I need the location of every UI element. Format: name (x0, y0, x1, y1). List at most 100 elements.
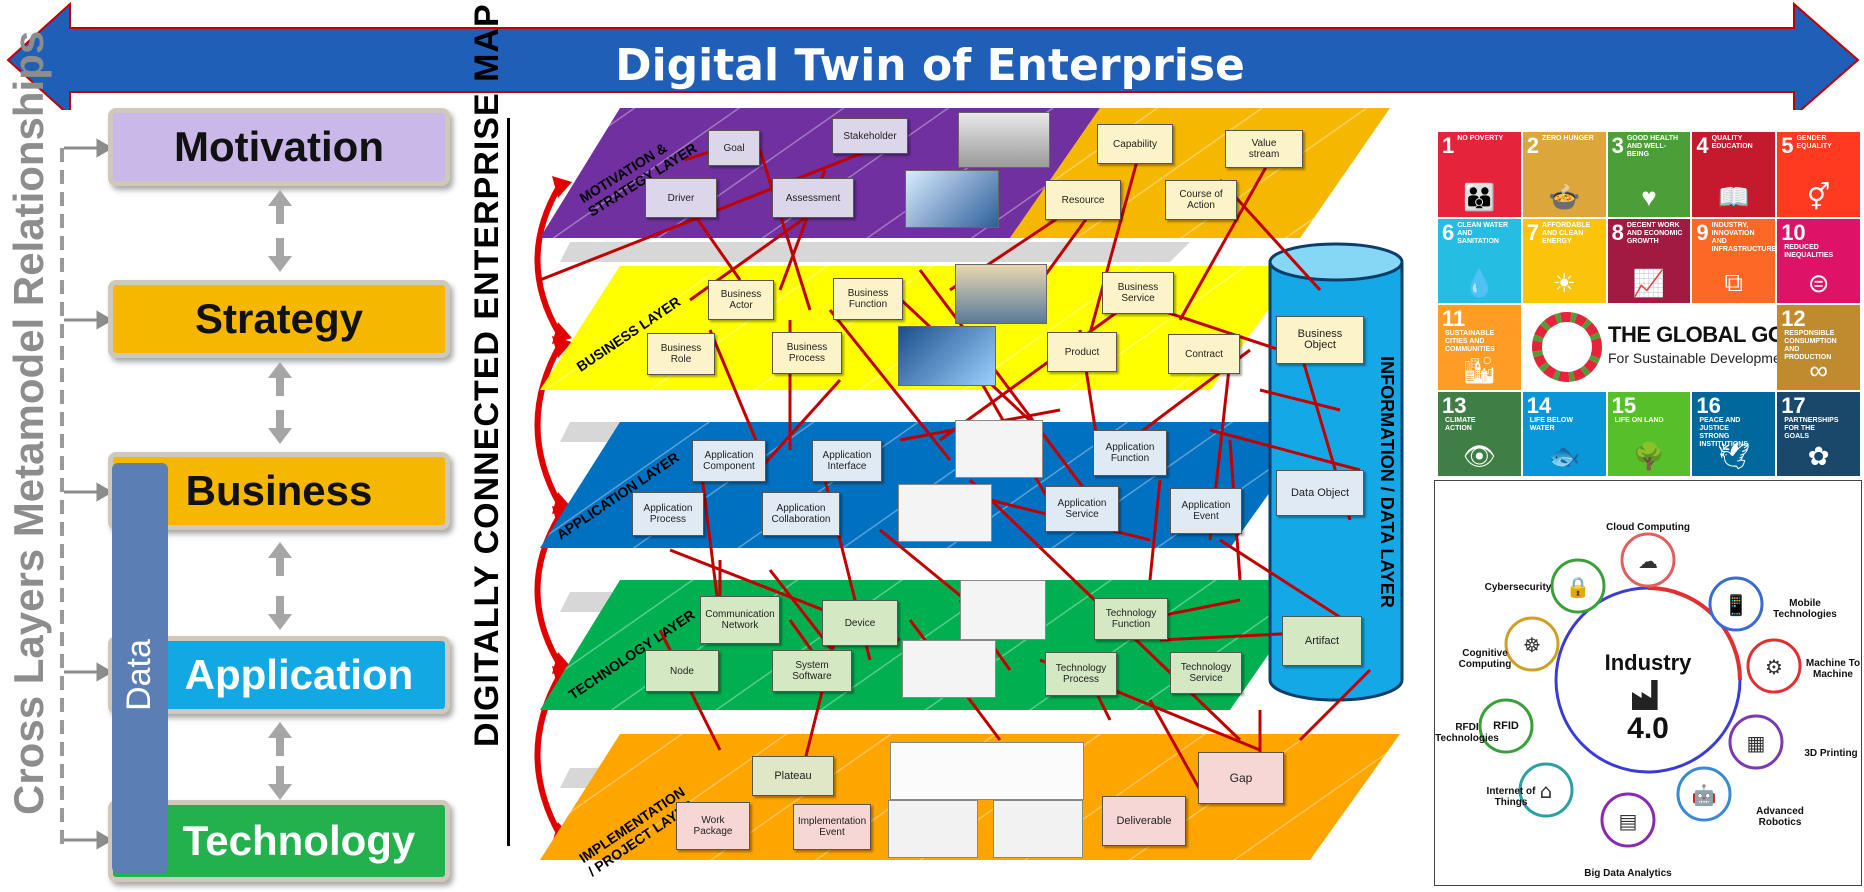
application-collaboration-element: Application Collaboration (762, 492, 840, 536)
sdg-wheel-icon (1532, 312, 1602, 382)
mobile-technologies-label: Mobile Technologies (1773, 598, 1837, 620)
sdg-goal-number: 3 (1611, 133, 1624, 158)
meta-box-strategy: Strategy (108, 280, 450, 358)
sdg-goal-number: 4 (1696, 133, 1709, 158)
rfdi-technologies-label: RFDI Technologies (1435, 722, 1499, 744)
assessment-element: Assessment (772, 178, 854, 218)
sdg-goal-text: SUSTAINABLE CITIES AND COMMUNITIES (1445, 330, 1495, 353)
meeting-photo (958, 112, 1050, 168)
sdg-goal-icon: 🏙 (1462, 354, 1496, 385)
sdg-goal-icon: 🌳 (1632, 441, 1666, 471)
banner-arrow (6, 1, 1860, 110)
artifact-element: Artifact (1282, 616, 1362, 666)
sdg-goal-text: QUALITY EDUCATION (1711, 135, 1753, 150)
application-function-element: Application Function (1093, 430, 1167, 476)
sdg-goal-number: 2 (1526, 133, 1540, 158)
stakeholder-element: Stakeholder (832, 118, 908, 154)
sdg-goal-number: 11 (1442, 306, 1466, 331)
application-component-element: Application Component (692, 440, 766, 482)
data-object-element: Data Object (1276, 470, 1364, 516)
cognitive-computing-label: Cognitive Computing (1458, 648, 1512, 670)
device-element: Device (822, 600, 898, 646)
svg-text:⌂: ⌂ (1540, 779, 1553, 803)
business-role-element: Business Role (647, 333, 715, 375)
product-element: Product (1047, 332, 1117, 372)
internet-of-things-label: Internet of Things (1486, 786, 1536, 808)
sdg-goal-icon: 📈 (1632, 268, 1666, 298)
sdg-goal-number: 9 (1696, 219, 1709, 245)
svg-text:📱: 📱 (1724, 593, 1749, 617)
application-service-element: Application Service (1045, 486, 1119, 532)
sdg-goal-number: 17 (1781, 392, 1806, 418)
sdg-goal-icon: 👁 (1462, 441, 1496, 471)
sdg-goal-icon: 🕊 (1717, 441, 1751, 471)
industry-diagram: ☁ 📱 ⚙ ▦ 🤖 ▤ ⌂ ☸ 🔒 (1478, 532, 1802, 848)
sdg-goal-number: 5 (1781, 133, 1794, 158)
big-data-analytics-label: Big Data Analytics (1584, 868, 1672, 879)
sdg-goal-text: GOOD HEALTH AND WELL-BEING (1626, 135, 1679, 158)
sdg-goal-icon: ⚥ (1806, 181, 1831, 212)
sdg-goal-text: ZERO HUNGER (1542, 135, 1594, 142)
sdg-goal-number: 16 (1696, 392, 1721, 418)
sdg-goal-number: 10 (1781, 219, 1806, 245)
sdg-goal-text: DECENT WORK AND ECONOMIC GROWTH (1626, 221, 1683, 245)
sdg-goal-13: 13CLIMATE ACTION👁 (1438, 391, 1521, 476)
gantt-chart-image-2 (993, 800, 1083, 858)
sdg-goal-number: 8 (1611, 219, 1624, 245)
gantt-chart-image-1 (888, 800, 978, 858)
business-service-element: Business Service (1102, 272, 1174, 314)
sdg-goal-text: AFFORDABLE AND CLEAN ENERGY (1542, 221, 1591, 245)
industry-center-title: Industry (1604, 650, 1692, 675)
sdg-goal-number: 15 (1611, 392, 1637, 418)
app-diagram-image-2 (898, 484, 992, 542)
sdg-goal-10: 10REDUCED INEQUALITIES⊜ (1777, 218, 1860, 303)
sdg-goal-12: 12RESPONSIBLE CONSUMPTION AND PRODUCTION… (1777, 305, 1860, 390)
sdg-logo-panel: THE GLOBAL GOALS For Sustainable Develop… (1528, 306, 1827, 388)
sdg-goal-number: 14 (1526, 392, 1552, 418)
sdg-goal-icon: ∞ (1809, 354, 1828, 385)
sdg-goal-icon: ♥ (1641, 181, 1657, 212)
sdg-goal-text: RESPONSIBLE CONSUMPTION AND PRODUCTION (1784, 330, 1837, 361)
sdg-goal-text: PEACE AND JUSTICE STRONG INSTITUTIONS (1699, 416, 1749, 448)
technology-service-element: Technology Service (1170, 652, 1242, 694)
implementation-event-element: Implementation Event (793, 804, 871, 850)
team-photo (955, 264, 1047, 324)
resource-element: Resource (1045, 180, 1121, 220)
application-process-element: Application Process (632, 492, 704, 536)
svg-text:☁: ☁ (1638, 549, 1658, 573)
sdg-subtitle: For Sustainable Development (1608, 350, 1793, 366)
sdg-goal-icon: 📖 (1717, 181, 1750, 212)
sdg-goal-text: LIFE BELOW WATER (1529, 416, 1573, 432)
industry-center-number: 4.0 (1627, 712, 1669, 745)
svg-text:▦: ▦ (1747, 731, 1766, 755)
sdg-goal-text: REDUCED INEQUALITIES (1784, 243, 1834, 259)
sdg-goal-text: LIFE ON LAND (1614, 416, 1664, 424)
sdg-goal-icon: ⧉ (1724, 267, 1744, 297)
cybersecurity-label: Cybersecurity (1484, 582, 1552, 593)
machine-to-machine-label: Machine To Machine (1805, 658, 1861, 680)
data-label: Data (120, 639, 158, 711)
driver-element: Driver (645, 178, 717, 218)
cloud-computing-label: Cloud Computing (1606, 522, 1690, 533)
system-software-element: System Software (772, 650, 852, 692)
technology-function-element: Technology Function (1094, 598, 1168, 640)
sdg-goal-number: 13 (1442, 392, 1467, 418)
business-object-element: Business Object (1276, 316, 1364, 364)
contract-element: Contract (1168, 334, 1240, 374)
growth-chart-photo (898, 326, 996, 386)
sdg-goal-icon: ☀ (1552, 268, 1576, 298)
app-diagram-image-1 (955, 420, 1043, 478)
sdg-goal-icon: 🍲 (1548, 181, 1581, 212)
sdg-goal-icon: 💧 (1463, 268, 1496, 298)
work-package-element: Work Package (676, 802, 750, 850)
svg-text:▤: ▤ (1619, 809, 1638, 833)
sdg-goal-icon: 🐟 (1548, 441, 1581, 471)
sprint-cycle-image (890, 742, 1084, 800)
value-stream-element: Value stream (1225, 130, 1303, 168)
sdg-goal-15: 15LIFE ON LAND 🌳 (1607, 391, 1691, 476)
sdg-goal-text: CLEAN WATER AND SANITATION (1457, 221, 1509, 245)
